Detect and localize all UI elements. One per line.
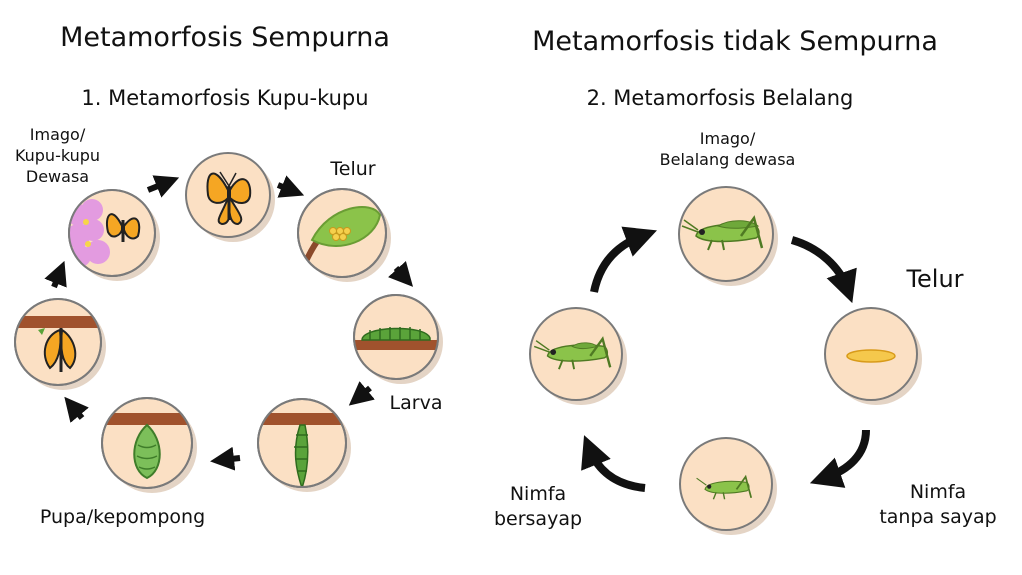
leaf-eggs-icon: [298, 206, 382, 277]
label-imago-line1: Imago/: [29, 125, 86, 144]
cycle-arrows-left: [44, 175, 414, 471]
grasshopper-adult-stage: [678, 186, 778, 286]
butterfly-icon: [106, 213, 141, 242]
pupa-stage: [101, 397, 197, 493]
label-nymph-wingless-line1: Nimfa: [909, 481, 967, 503]
pre-pupa-stage: [257, 398, 351, 492]
left-subtitle: 1. Metamorfosis Kupu-kupu: [81, 86, 369, 110]
caterpillar-icon: [354, 327, 438, 350]
larva-stage: [353, 294, 443, 384]
butterfly-icon: [206, 171, 252, 226]
winged-nymph-stage: [529, 307, 627, 405]
label-imago-butterfly: Imago/ Kupu-kupu Dewasa: [0, 124, 115, 187]
cycle-arrows-right: [581, 226, 870, 492]
label-nymph-winged-line1: Nimfa: [509, 483, 567, 505]
label-larva: Larva: [389, 392, 443, 414]
emerging-butterfly-stage: [14, 298, 106, 390]
butterfly-adult-stage: [185, 152, 275, 242]
wingless-nymph-stage: [679, 437, 777, 535]
egg-icon: [846, 349, 896, 363]
label-nymph-winged: Nimfa bersayap: [478, 482, 598, 532]
label-nymph-winged-line2: bersayap: [493, 508, 583, 530]
label-imago-line1: Imago/: [699, 129, 756, 148]
adult-on-flower-stage: [68, 189, 160, 281]
label-imago-grasshopper: Imago/ Belalang dewasa: [640, 128, 815, 170]
label-imago-line3: Dewasa: [25, 167, 90, 186]
egg-stage: [297, 188, 391, 282]
grasshopper-icon: [696, 474, 753, 500]
label-imago-line2: Belalang dewasa: [659, 150, 796, 169]
grasshopper-egg-stage: [824, 307, 922, 405]
right-subtitle: 2. Metamorfosis Belalang: [586, 86, 854, 110]
label-imago-line2: Kupu-kupu: [14, 146, 101, 165]
label-nymph-wingless: Nimfa tanpa sayap: [858, 480, 1018, 530]
label-egg-grasshopper: Telur: [906, 265, 964, 293]
grasshopper-icon: [533, 336, 612, 370]
left-title: Metamorfosis Sempurna: [60, 22, 390, 53]
label-egg-butterfly: Telur: [330, 158, 376, 180]
label-pupa: Pupa/kepompong: [39, 506, 206, 528]
chrysalis-icon: [102, 413, 192, 480]
label-nymph-wingless-line2: tanpa sayap: [879, 506, 997, 528]
right-title: Metamorfosis tidak Sempurna: [532, 26, 938, 57]
caterpillar-icon: [258, 413, 346, 487]
grasshopper-icon: [681, 215, 764, 251]
butterfly-icon: [15, 316, 101, 372]
